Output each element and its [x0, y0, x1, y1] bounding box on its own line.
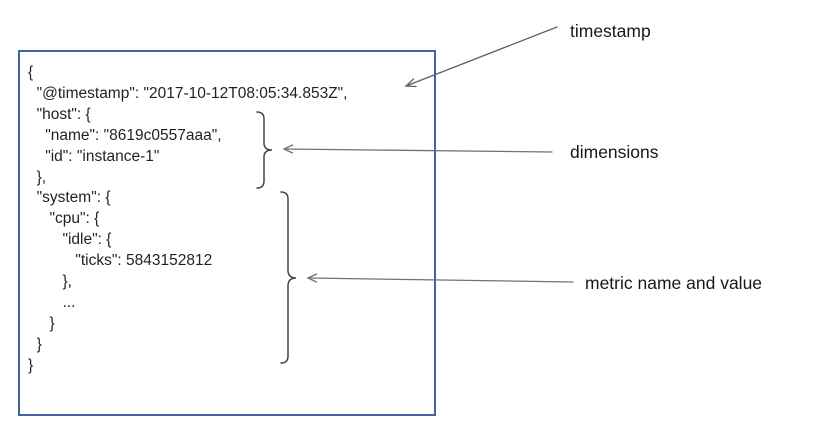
code-line: "@timestamp": "2017-10-12T08:05:34.853Z"…: [28, 84, 348, 102]
code-line: "idle": {: [28, 231, 112, 249]
code-line: {: [28, 64, 34, 81]
code-line: },: [28, 273, 72, 291]
code-line: "cpu": {: [28, 210, 100, 228]
code-line: }: [28, 356, 34, 374]
code-line: "ticks": 5843152812: [28, 252, 213, 270]
document-box: { "@timestamp": "2017-10-12T08:05:34.853…: [18, 50, 436, 416]
code-line: "host": {: [28, 105, 91, 123]
code-line: }: [28, 335, 42, 353]
metric-label: metric name and value: [585, 273, 763, 293]
code-line: ...: [28, 293, 76, 311]
json-document: { "@timestamp": "2017-10-12T08:05:34.853…: [20, 52, 434, 377]
dimensions-label: dimensions: [570, 142, 659, 162]
code-line: "name": "8619c0557aaa",: [28, 126, 222, 144]
code-line: "system": {: [28, 189, 111, 207]
code-line: }: [28, 314, 55, 332]
timestamp-label: timestamp: [570, 21, 651, 41]
code-line: "id": "instance-1": [28, 147, 160, 165]
code-line: },: [28, 168, 47, 186]
